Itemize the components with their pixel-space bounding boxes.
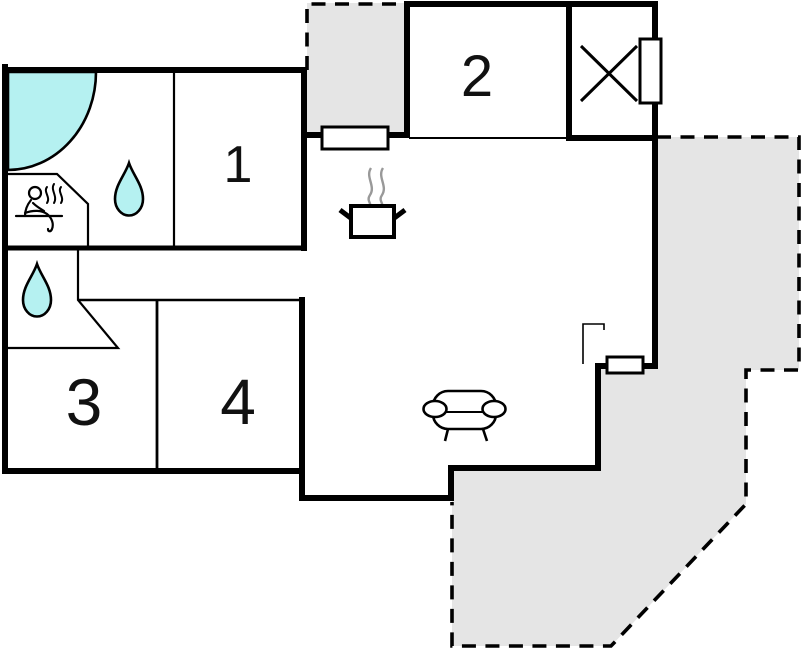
porch-fill	[307, 3, 406, 135]
front-door	[320, 125, 390, 151]
building-floor	[5, 4, 652, 500]
pot-steam-2	[379, 167, 386, 208]
porch-dashed-border	[305, 2, 404, 70]
door-leaf-icon	[582, 323, 605, 364]
cross-line-2	[579, 44, 639, 103]
utility-window	[638, 37, 663, 105]
terrace-area	[452, 137, 799, 646]
wall-wc	[3, 249, 121, 350]
corner-bath-icon	[6, 70, 98, 172]
pot-steam-1	[367, 167, 374, 208]
floor-room2-block	[407, 4, 650, 134]
floor-living-upper	[304, 132, 652, 369]
terrace-fill	[452, 137, 799, 646]
window-cross-icon	[579, 44, 639, 103]
sofa-armrest-right	[481, 399, 507, 419]
entrance-porch-area	[307, 3, 406, 135]
sauna-person-head	[27, 185, 43, 201]
bedroom-1-label: 1	[224, 136, 253, 194]
sauna-steam-1	[44, 186, 50, 204]
sofa-armrest-left	[422, 399, 448, 419]
sauna-icon	[14, 183, 64, 233]
bedroom-2-label: 2	[461, 44, 493, 109]
water-drop-icon	[113, 158, 145, 217]
sofa-icon	[422, 389, 507, 442]
sofa-leg-right	[481, 428, 489, 442]
sauna-person-legs	[23, 209, 54, 233]
terrace-door	[605, 355, 645, 375]
floor-bottom-step	[304, 467, 453, 500]
pot-body	[349, 204, 396, 239]
terrace-dashed-border	[450, 135, 801, 648]
sauna-steam-3	[58, 186, 64, 204]
sauna-person-back	[23, 198, 33, 218]
bedroom-4-label: 4	[220, 366, 256, 438]
wc-water-drop-icon	[21, 259, 53, 318]
sofa-leg-left	[443, 428, 450, 442]
bedroom-3-label: 3	[66, 365, 103, 439]
sauna-steam-2	[51, 183, 57, 204]
sauna-person-arm	[31, 201, 46, 213]
cooking-pot-icon	[338, 167, 407, 239]
wall-sauna	[5, 172, 90, 247]
interior-walls	[3, 72, 566, 472]
